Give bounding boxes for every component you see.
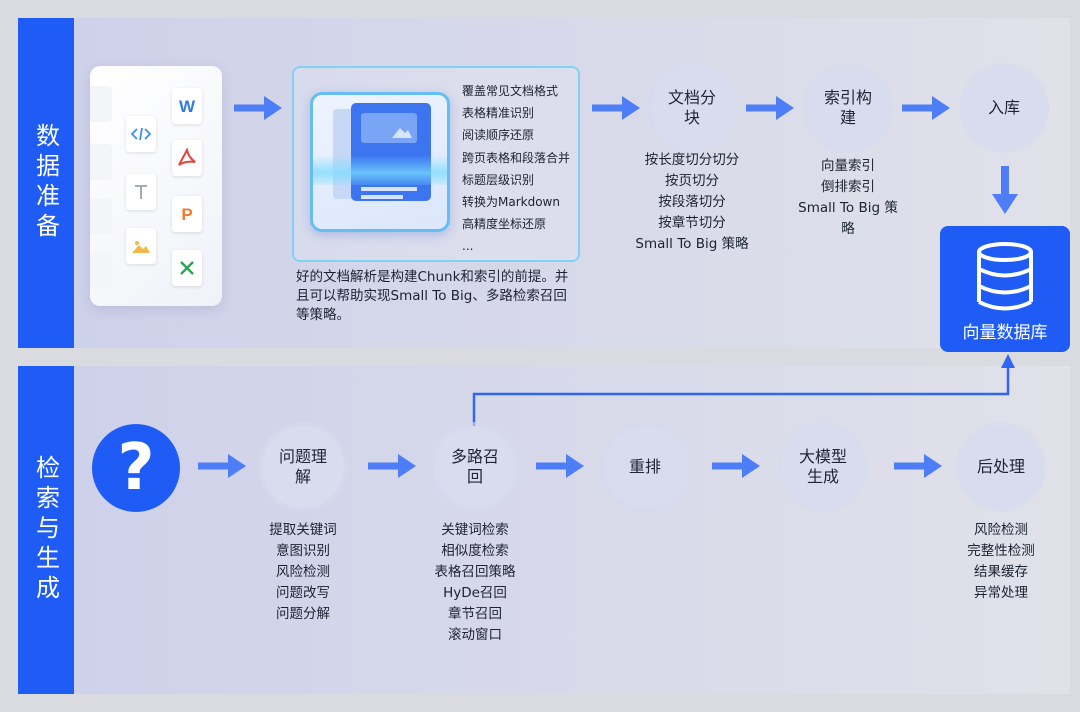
- list-item: 问题改写: [276, 585, 330, 601]
- arrow-right-icon: [536, 454, 584, 478]
- arrow-right-icon: [368, 454, 416, 478]
- chunking-title: 文档分块: [667, 88, 716, 127]
- list-item: 意图识别: [276, 543, 330, 559]
- list-item: 阅读顺序还原: [462, 128, 535, 143]
- svg-text:P: P: [181, 205, 192, 224]
- recall-to-database-connector: [472, 354, 1015, 432]
- list-item: 转换为Markdown: [462, 195, 560, 210]
- list-item: 标题层级识别: [462, 172, 535, 187]
- llm-generation-node: 大模型生成: [782, 426, 864, 508]
- list-item: 略: [841, 221, 855, 237]
- ppt-file-icon: P: [172, 196, 202, 232]
- list-item: 章节召回: [448, 606, 502, 622]
- list-item: 表格精准识别: [462, 106, 535, 121]
- document-sources-box: W P: [90, 66, 222, 306]
- data-preparation-label: 数据准备: [18, 18, 74, 348]
- index-types-list: 向量索引 倒排索引 Small To Big 策 略: [788, 156, 908, 240]
- list-item: Small To Big 策略: [635, 236, 749, 252]
- list-item: 结果缓存: [974, 564, 1028, 580]
- understanding-steps-list: 提取关键词 意图识别 风险检测 问题改写 问题分解: [243, 520, 363, 625]
- ingest-node: 入库: [963, 67, 1045, 149]
- list-item: 提取关键词: [269, 522, 337, 538]
- list-item: 按页切分: [665, 173, 719, 189]
- list-item: 覆盖常见文档格式: [462, 84, 559, 98]
- retrieval-generation-panel: 检索与生成: [18, 366, 1070, 694]
- list-item: 跨页表格和段落合并: [462, 150, 571, 165]
- list-item: ...: [462, 239, 474, 254]
- image-file-icon: [126, 228, 156, 264]
- list-item: HyDe召回: [443, 585, 507, 601]
- question-mark-icon: ?: [92, 424, 180, 512]
- arrow-right-icon: [234, 96, 282, 120]
- svg-text:W: W: [179, 97, 196, 115]
- list-item: 倒排索引: [821, 179, 875, 195]
- excel-file-icon: [172, 250, 202, 286]
- list-item: 风险检测: [276, 564, 330, 580]
- chunking-methods-list: 按长度切分切分 按页切分 按段落切分 按章节切分 Small To Big 策略: [612, 150, 772, 255]
- parsing-caption: 好的文档解析是构建Chunk和索引的前提。并 且可以帮助实现Small To B…: [296, 269, 569, 323]
- rerank-title: 重排: [628, 457, 661, 476]
- recall-strategies-list: 关键词检索 相似度检索 表格召回策略 HyDe召回 章节召回 滚动窗口: [405, 520, 545, 646]
- list-item: 相似度检索: [441, 543, 509, 559]
- list-item: 按长度切分切分: [644, 152, 740, 168]
- ingest-title: 入库: [987, 98, 1020, 117]
- list-item: 按段落切分: [658, 194, 726, 210]
- multi-recall-node: 多路召回: [434, 426, 516, 508]
- index-building-node: 索引构建: [807, 67, 889, 149]
- list-item: 完整性检测: [967, 543, 1035, 559]
- arrow-right-icon: [902, 96, 950, 120]
- pdf-file-icon: [172, 140, 202, 176]
- parsing-feature-list: 覆盖常见文档格式 表格精准识别 阅读顺序还原 跨页表格和段落合并 标题层级识别 …: [462, 80, 570, 258]
- list-item: 表格召回策略: [434, 564, 516, 580]
- multi-recall-title: 多路召回: [450, 447, 499, 486]
- post-processing-steps-list: 风险检测 完整性检测 结果缓存 异常处理: [941, 520, 1061, 604]
- vector-database-box: 向量数据库: [940, 226, 1070, 352]
- question-understanding-node: 问题理解: [262, 426, 344, 508]
- vector-database-label: 向量数据库: [962, 323, 1048, 343]
- document-parsing-box: [292, 66, 580, 262]
- post-processing-title: 后处理: [976, 457, 1025, 476]
- code-file-icon: [126, 116, 156, 152]
- chunking-node: 文档分块: [651, 67, 733, 149]
- database-icon: [977, 242, 1033, 311]
- arrow-right-icon: [592, 96, 640, 120]
- list-item: 向量索引: [821, 158, 875, 174]
- post-processing-node: 后处理: [960, 426, 1042, 508]
- list-item: 异常处理: [974, 585, 1028, 601]
- list-item: 滚动窗口: [448, 627, 502, 643]
- index-building-title: 索引构建: [823, 88, 872, 127]
- list-item: 关键词检索: [441, 522, 509, 538]
- rerank-node: 重排: [604, 426, 686, 508]
- question-understanding-title: 问题理解: [278, 447, 327, 486]
- text-file-icon: [126, 174, 156, 210]
- arrow-right-icon: [894, 454, 942, 478]
- arrow-right-icon: [198, 454, 246, 478]
- retrieval-generation-label: 检索与生成: [18, 366, 74, 694]
- list-item: 高精度坐标还原: [462, 217, 547, 232]
- arrow-down-icon: [992, 166, 1018, 214]
- list-item: 按章节切分: [658, 215, 726, 231]
- llm-generation-title: 大模型生成: [798, 447, 847, 486]
- arrow-right-icon: [746, 96, 794, 120]
- word-file-icon: W: [172, 88, 202, 124]
- list-item: 问题分解: [276, 606, 330, 622]
- document-scan-icon: [310, 92, 450, 232]
- list-item: 风险检测: [974, 522, 1028, 538]
- list-item: Small To Big 策: [798, 200, 898, 216]
- arrow-right-icon: [712, 454, 760, 478]
